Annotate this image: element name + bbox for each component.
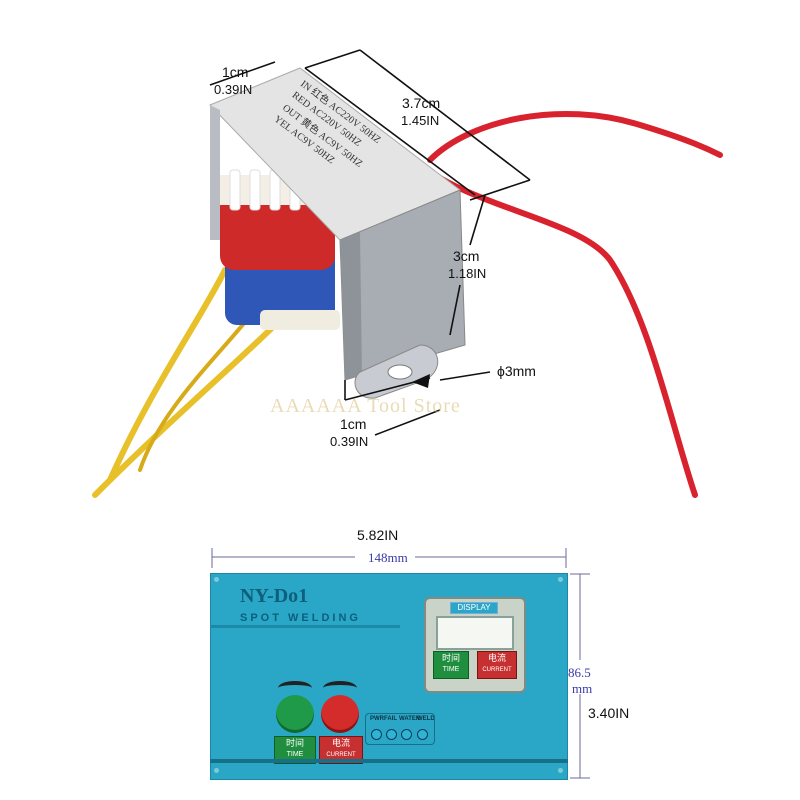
- model-subtitle: SPOT WELDING: [240, 612, 361, 624]
- dim-width-in: 0.39IN: [214, 82, 253, 97]
- mount-hole: [387, 364, 413, 380]
- panel-width-mm: 148mm: [368, 550, 408, 565]
- led-pwr: [371, 729, 382, 740]
- screw-icon: [558, 577, 563, 582]
- bracket-front-shade: [340, 232, 362, 380]
- current-cn-label: 电流: [487, 653, 506, 663]
- dim-base-cm: 1cm: [340, 416, 367, 432]
- panel-width-line: [211, 548, 567, 568]
- screw-icon: [214, 768, 219, 773]
- lcd-screen: [436, 616, 514, 650]
- watermark: AAAAAA Tool Store: [270, 395, 461, 417]
- current-cn-label: 电流: [331, 738, 350, 748]
- led-label-pwr: PWR: [370, 716, 384, 722]
- red-wire: [427, 110, 723, 163]
- yellow-wire: [138, 308, 257, 472]
- panel-height-unit: mm: [572, 681, 593, 696]
- display-label: DISPLAY: [450, 602, 498, 614]
- arrow-icon: [412, 374, 430, 388]
- knob-arc-icon: [323, 681, 357, 695]
- bracket-side-left: [210, 105, 220, 240]
- bobbin-red: [220, 190, 335, 270]
- knob-arc-icon: [278, 681, 312, 695]
- screw-icon: [214, 577, 219, 582]
- bottom-stripe: [210, 759, 568, 763]
- transformer-photo: IN 红色 AC220V 50HZ RED AC220V 50HZ OUT 黄色…: [92, 49, 723, 498]
- screw-icon: [558, 768, 563, 773]
- current-knob[interactable]: [321, 695, 359, 733]
- panel-width-in: 5.82IN: [357, 527, 399, 543]
- led-weld: [417, 729, 428, 740]
- display-time-button[interactable]: 时间 TIME: [433, 651, 469, 679]
- led-label-water: WATER: [399, 716, 421, 722]
- panel-height-in: 3.40IN: [588, 705, 630, 721]
- bobbin-bottom: [260, 310, 340, 330]
- display-current-button[interactable]: 电流 CURRENT: [477, 651, 517, 679]
- time-knob[interactable]: [276, 695, 314, 733]
- dim-hole: ϕ3mm: [497, 363, 536, 379]
- control-panel: NY-Do1 SPOT WELDING DISPLAY 时间 TIME 电流 C…: [210, 573, 568, 780]
- dim-length-cm: 3.7cm: [402, 95, 441, 111]
- panel-height-mm: 86.5: [568, 665, 591, 680]
- led-label-fail: FAIL: [384, 716, 397, 722]
- time-en-label: TIME: [442, 666, 460, 673]
- dim-length-in: 1.45IN: [401, 113, 440, 128]
- dim-height-in: 1.18IN: [448, 266, 487, 281]
- led-fail: [386, 729, 397, 740]
- display-module: DISPLAY 时间 TIME 电流 CURRENT: [424, 597, 526, 693]
- time-cn-label: 时间: [441, 653, 460, 663]
- time-en-label: TIME: [286, 751, 304, 758]
- model-name: NY-Do1: [240, 585, 309, 607]
- yellow-wire: [107, 267, 228, 483]
- dim-base-in: 0.39IN: [330, 434, 369, 449]
- led-water: [401, 729, 412, 740]
- panel-height-line: [570, 573, 590, 779]
- current-en-label: CURRENT: [326, 752, 356, 758]
- current-en-label: CURRENT: [482, 667, 512, 673]
- dim-width-cm: 1cm: [222, 64, 249, 80]
- led-label-weld: WELD: [417, 716, 435, 722]
- yellow-wire: [92, 317, 283, 498]
- title-stripe: [210, 625, 400, 628]
- time-cn-label: 时间: [285, 738, 304, 748]
- led-group-outline: [365, 713, 435, 745]
- dim-height-cm: 3cm: [453, 248, 480, 264]
